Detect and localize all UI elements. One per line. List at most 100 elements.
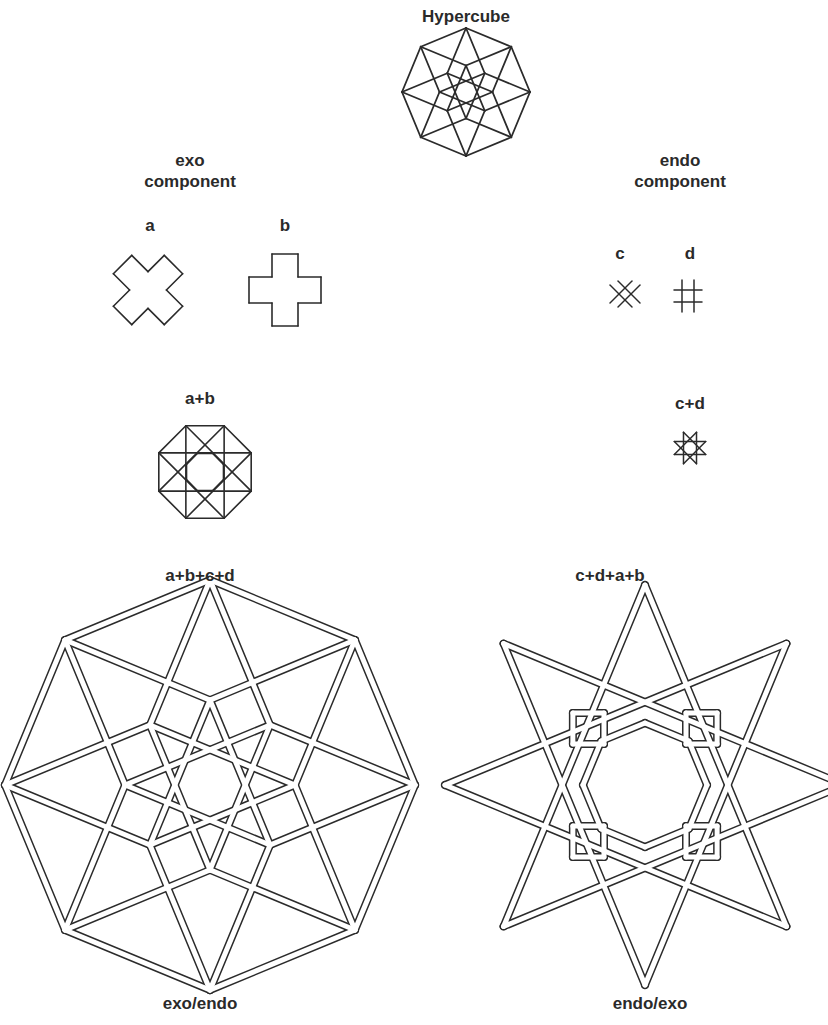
stroke xyxy=(421,137,466,156)
stroke xyxy=(113,306,131,324)
stroke xyxy=(148,308,164,324)
stroke xyxy=(65,640,125,785)
stroke xyxy=(297,254,299,277)
figure-caption: exo/endo xyxy=(163,993,238,1014)
stroke xyxy=(421,28,466,47)
stroke xyxy=(113,274,129,290)
stroke xyxy=(210,640,355,700)
stroke xyxy=(674,441,696,463)
stroke xyxy=(686,855,717,860)
stroke xyxy=(466,119,511,138)
combo-label: a+b xyxy=(185,388,215,409)
stroke xyxy=(186,517,224,519)
stroke xyxy=(270,785,415,845)
combo-label: a+b+c+d xyxy=(165,565,234,586)
stroke xyxy=(197,453,212,455)
stroke xyxy=(601,826,606,857)
stroke xyxy=(504,644,828,785)
stroke xyxy=(601,713,606,744)
stroke xyxy=(166,274,182,290)
figure-caption: endo/exo xyxy=(613,993,688,1014)
stroke xyxy=(573,710,604,715)
stroke xyxy=(485,73,530,92)
stroke xyxy=(65,580,210,640)
stroke xyxy=(272,325,298,327)
stroke xyxy=(186,426,251,491)
stroke xyxy=(159,426,186,453)
endo-part-d xyxy=(674,280,702,312)
stroke xyxy=(583,741,601,785)
stroke xyxy=(445,785,786,926)
title: Hypercube xyxy=(422,6,510,27)
stroke xyxy=(5,785,65,930)
stroke xyxy=(297,303,299,326)
stroke xyxy=(159,453,224,518)
stroke xyxy=(674,432,696,454)
part-letter: c xyxy=(615,243,624,264)
stroke xyxy=(693,280,695,312)
stroke xyxy=(187,454,198,465)
stroke xyxy=(186,453,251,518)
stroke xyxy=(445,644,786,785)
stroke xyxy=(248,277,250,303)
stroke xyxy=(715,713,720,744)
stroke xyxy=(601,829,645,847)
combo-c-d xyxy=(674,432,705,463)
stroke xyxy=(686,741,717,746)
stroke xyxy=(132,308,148,324)
stroke xyxy=(689,785,707,829)
stroke xyxy=(166,290,182,306)
stroke xyxy=(684,826,689,857)
part-letter: d xyxy=(685,243,695,264)
endo-part-c xyxy=(610,281,640,307)
stroke xyxy=(466,28,485,73)
group-heading: endo component xyxy=(615,150,745,193)
stroke xyxy=(573,741,604,746)
stroke xyxy=(610,281,632,303)
stroke xyxy=(132,255,148,271)
stroke xyxy=(271,303,273,326)
stroke xyxy=(213,454,224,465)
stroke xyxy=(65,930,210,990)
exo-part-a xyxy=(113,255,182,324)
stroke xyxy=(683,441,705,463)
combo-label: c+d xyxy=(675,393,705,414)
stroke xyxy=(570,826,575,857)
stroke xyxy=(272,253,298,255)
group-heading: exo component xyxy=(130,150,250,193)
stroke xyxy=(113,290,129,306)
stroke xyxy=(485,92,530,111)
stroke xyxy=(210,845,270,990)
stroke xyxy=(683,432,685,463)
stroke xyxy=(223,464,225,479)
stroke xyxy=(618,285,640,307)
stroke xyxy=(65,785,125,930)
stroke xyxy=(164,306,182,324)
part-letter: b xyxy=(280,215,290,236)
stroke xyxy=(185,426,187,518)
stroke xyxy=(249,276,272,278)
stroke xyxy=(570,713,575,744)
stroke xyxy=(715,826,720,857)
stroke xyxy=(224,426,251,453)
stroke xyxy=(573,824,604,829)
stroke xyxy=(421,47,440,92)
stroke xyxy=(210,870,355,930)
stroke xyxy=(573,855,604,860)
stroke xyxy=(298,276,321,278)
stroke xyxy=(466,111,485,156)
stroke xyxy=(447,65,466,110)
stroke xyxy=(601,723,645,741)
endo-exo-figure xyxy=(445,585,828,985)
stroke xyxy=(689,741,707,785)
hypercube-figure xyxy=(402,28,530,156)
stroke xyxy=(320,277,322,303)
stroke xyxy=(197,490,212,492)
stroke xyxy=(686,824,717,829)
stroke xyxy=(402,92,421,137)
stroke xyxy=(696,432,698,463)
stroke xyxy=(271,254,273,277)
stroke xyxy=(223,426,225,518)
stroke xyxy=(125,785,270,845)
